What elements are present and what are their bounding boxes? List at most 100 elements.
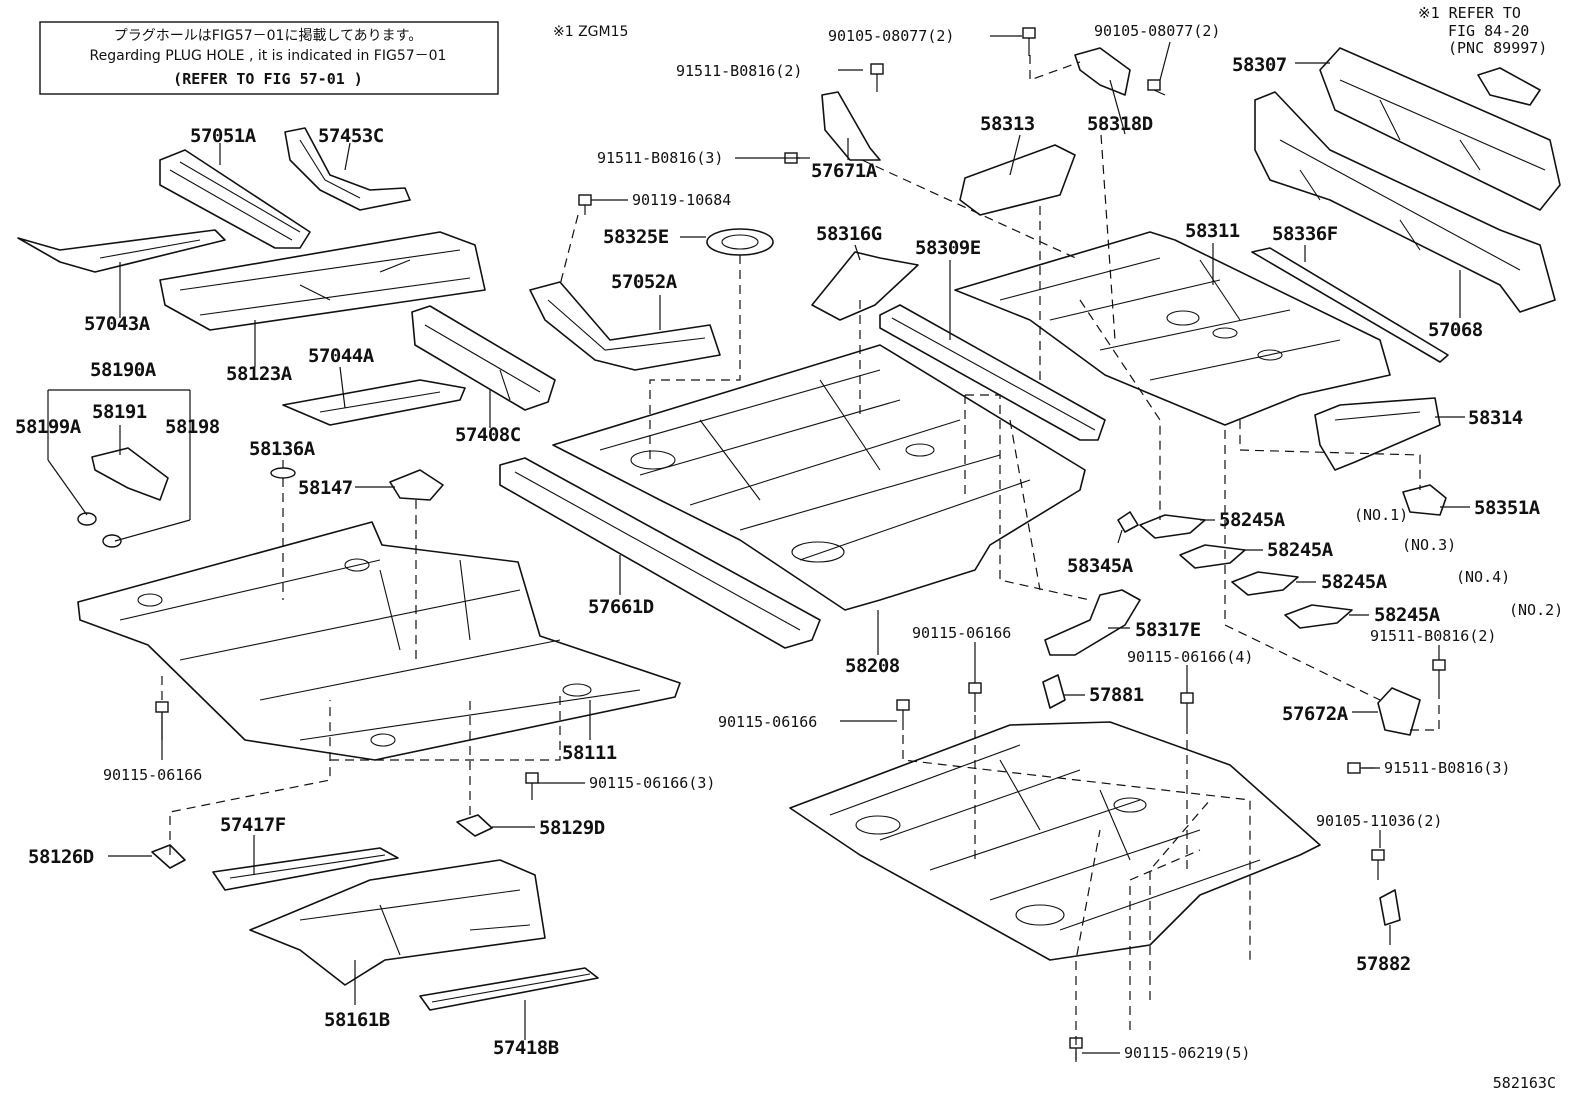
note-line-english: Regarding PLUG HOLE , it is indicated in… bbox=[90, 48, 447, 64]
part-label[interactable]: 91511-B0816(2) bbox=[676, 62, 802, 80]
part-57043a-drawing bbox=[17, 229, 226, 273]
part-label[interactable]: 90105-08077(2) bbox=[828, 27, 954, 45]
part-labels: 57051A 57453C 57043A 58123A 57044A 57408… bbox=[15, 22, 1563, 1062]
part-label[interactable]: 90105-11036(2) bbox=[1316, 812, 1442, 830]
part-label[interactable]: 58123A bbox=[226, 363, 293, 385]
part-label[interactable]: 57661D bbox=[588, 596, 654, 618]
part-label[interactable]: 58317E bbox=[1135, 619, 1201, 641]
part-58245a-no4-drawing bbox=[1231, 571, 1299, 596]
refer-to-note: ※1 REFER TO FIG 84-20 (PNC 89997) bbox=[1418, 4, 1547, 57]
part-label[interactable]: 58199A bbox=[15, 416, 82, 438]
part-label[interactable]: 57051A bbox=[190, 125, 257, 147]
part-qualifier: (NO.2) bbox=[1509, 601, 1563, 619]
part-label[interactable]: 57672A bbox=[1282, 703, 1349, 725]
bolt-icon bbox=[870, 63, 884, 92]
zgm-note: ※1 ZGM15 bbox=[553, 24, 628, 40]
part-57051a-drawing bbox=[159, 149, 311, 249]
part-label[interactable]: 57671A bbox=[811, 160, 878, 182]
part-label[interactable]: 91511-B0816(3) bbox=[1384, 759, 1510, 777]
part-label[interactable]: 58316G bbox=[816, 223, 882, 245]
part-label[interactable]: 57882 bbox=[1356, 953, 1411, 975]
part-label[interactable]: 57052A bbox=[611, 271, 678, 293]
part-58126d-drawing bbox=[151, 844, 186, 869]
part-label[interactable]: 58245A bbox=[1321, 571, 1388, 593]
part-label[interactable]: 58126D bbox=[28, 846, 94, 868]
part-label[interactable]: 58307 bbox=[1232, 54, 1287, 76]
part-label[interactable]: 58351A bbox=[1474, 497, 1541, 519]
part-qualifier: (NO.1) bbox=[1354, 506, 1408, 524]
part-label[interactable]: 90115-06166(4) bbox=[1127, 648, 1253, 666]
part-label[interactable]: 57044A bbox=[308, 345, 375, 367]
refer-note-line2: FIG 84-20 bbox=[1448, 22, 1529, 40]
part-label[interactable]: 58161B bbox=[324, 1009, 390, 1031]
part-58345a-drawing bbox=[1117, 511, 1139, 533]
part-58351a-drawing bbox=[1402, 484, 1447, 516]
part-label[interactable]: 58313 bbox=[980, 113, 1035, 135]
part-label[interactable]: 58136A bbox=[249, 438, 316, 460]
part-label[interactable]: 91511-B0816(3) bbox=[597, 149, 723, 167]
part-label[interactable]: 90115-06166 bbox=[718, 713, 817, 731]
part-57052a-drawing bbox=[529, 281, 721, 371]
part-58245a-no3-drawing bbox=[1179, 544, 1246, 569]
part-label[interactable]: 57453C bbox=[318, 125, 384, 147]
part-58161b-drawing bbox=[249, 859, 546, 986]
part-label[interactable]: 58129D bbox=[539, 817, 605, 839]
part-58245a-no2-drawing bbox=[1284, 604, 1353, 629]
part-label[interactable]: 58147 bbox=[298, 477, 353, 499]
refer-note-line3: (PNC 89997) bbox=[1448, 39, 1547, 57]
part-label[interactable]: 58245A bbox=[1219, 509, 1286, 531]
part-58325e-drawing bbox=[706, 228, 774, 256]
assembly-dashed-lines bbox=[161, 55, 1440, 1060]
part-57661d-drawing bbox=[499, 457, 821, 649]
part-label[interactable]: 58309E bbox=[915, 237, 981, 259]
part-label[interactable]: 90105-08077(2) bbox=[1094, 22, 1220, 40]
part-58313-drawing bbox=[959, 144, 1076, 216]
bolt-icon bbox=[968, 682, 982, 712]
part-label[interactable]: 58198 bbox=[165, 416, 220, 438]
part-label[interactable]: 58311 bbox=[1185, 220, 1240, 242]
diagram-code: 582163C bbox=[1493, 1074, 1556, 1092]
part-label[interactable]: 58336F bbox=[1272, 223, 1338, 245]
part-58129d-drawing bbox=[456, 814, 493, 837]
part-label[interactable]: 57043A bbox=[84, 313, 151, 335]
part-label[interactable]: 57418B bbox=[493, 1037, 559, 1059]
part-58314-drawing bbox=[1314, 397, 1441, 471]
part-label[interactable]: 58314 bbox=[1468, 407, 1523, 429]
part-label[interactable]: 57408C bbox=[455, 424, 521, 446]
part-57671a-drawing bbox=[821, 91, 881, 161]
part-label[interactable]: 57881 bbox=[1089, 684, 1144, 706]
bolt-icon bbox=[578, 194, 592, 215]
bolt-icon bbox=[1432, 659, 1446, 690]
part-label[interactable]: 90115-06219(5) bbox=[1124, 1044, 1250, 1062]
note-line-japanese: プラグホールはFIG57－01に掲載してあります。 bbox=[114, 28, 422, 44]
part-label[interactable]: 90115-06166 bbox=[912, 624, 1011, 642]
part-qualifier: (NO.3) bbox=[1402, 536, 1456, 554]
part-label[interactable]: 57068 bbox=[1428, 319, 1483, 341]
part-label[interactable]: 58245A bbox=[1374, 604, 1441, 626]
part-label[interactable]: 58111 bbox=[562, 742, 617, 764]
part-57672a-drawing bbox=[1377, 687, 1421, 736]
part-58245a-no1-drawing bbox=[1139, 514, 1206, 539]
plug-hole-note: プラグホールはFIG57－01に掲載してあります。 Regarding PLUG… bbox=[39, 21, 499, 95]
part-label[interactable]: 58191 bbox=[92, 401, 147, 423]
bolt-icon bbox=[525, 772, 539, 800]
part-label[interactable]: 58208 bbox=[845, 655, 900, 677]
part-label[interactable]: 90115-06166(3) bbox=[589, 774, 715, 792]
part-label[interactable]: 58325E bbox=[603, 226, 669, 248]
refer-note-line1: ※1 REFER TO bbox=[1418, 4, 1521, 22]
part-label[interactable]: 58318D bbox=[1087, 113, 1153, 135]
part-58147-drawing bbox=[389, 469, 444, 501]
part-58208-drawing bbox=[552, 344, 1086, 611]
part-57881-drawing bbox=[1042, 674, 1066, 709]
part-label[interactable]: 58190A bbox=[90, 359, 157, 381]
note-line-reference: (REFER TO FIG 57-01 ) bbox=[173, 70, 363, 88]
bolt-icon bbox=[1371, 849, 1385, 880]
part-label[interactable]: 58245A bbox=[1267, 539, 1334, 561]
part-label[interactable]: 58345A bbox=[1067, 555, 1134, 577]
part-58336f-drawing bbox=[1251, 247, 1449, 363]
part-label[interactable]: 90115-06166 bbox=[103, 766, 202, 784]
part-label[interactable]: 91511-B0816(2) bbox=[1370, 627, 1496, 645]
part-label[interactable]: 90119-10684 bbox=[632, 191, 731, 209]
part-label[interactable]: 57417F bbox=[220, 814, 286, 836]
part-57882-drawing bbox=[1379, 889, 1401, 926]
